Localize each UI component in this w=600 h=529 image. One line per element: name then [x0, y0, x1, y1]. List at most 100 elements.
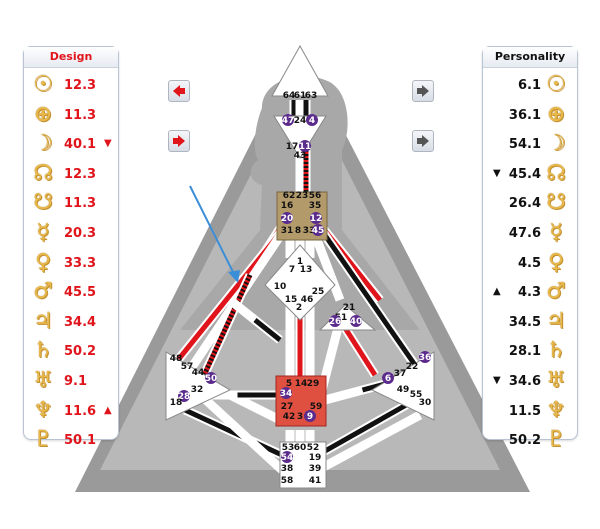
gate-label: 63: [305, 91, 318, 101]
personality-prev-button[interactable]: [412, 80, 434, 102]
design-next-button[interactable]: [168, 130, 190, 152]
personality-row: ♀4.5: [483, 250, 577, 278]
gate-label: 23: [296, 191, 309, 201]
gate-label: 47: [282, 116, 295, 126]
gate-label: 61: [294, 91, 307, 101]
design-row: ♂45.5: [24, 279, 118, 307]
mercury-icon: ☿: [549, 220, 563, 245]
design-panel: Design ☉12.3⊕11.3☽40.1▼☊12.3☋11.3☿20.3♀3…: [23, 46, 119, 452]
design-row: ♃34.4: [24, 309, 118, 337]
gate-label: 8: [295, 226, 301, 236]
activated-gate-dot: [281, 212, 293, 224]
design-value: 50.1: [64, 433, 97, 449]
personality-value: 26.4: [508, 196, 541, 212]
personality-row: ☊45.4▼: [483, 161, 577, 189]
gate-label: 6: [385, 374, 391, 384]
design-row: ☽40.1▼: [24, 131, 118, 159]
personality-value: 36.1: [508, 107, 541, 123]
channel-45-21-base: [309, 230, 345, 302]
design-value: 12.3: [64, 166, 97, 182]
gate-label: 1: [297, 257, 303, 267]
arrow-right-icon: [417, 135, 429, 147]
uranus-icon: ♅: [33, 368, 53, 393]
pluto-icon: ♇: [33, 427, 53, 453]
personality-row: ☽54.1: [483, 131, 577, 159]
g-center: [264, 244, 336, 321]
personality-value: 45.4: [508, 166, 541, 182]
spleen-center: [165, 351, 232, 421]
gate-label: 24: [294, 116, 307, 126]
gate-label: 37: [394, 369, 407, 379]
design-value: 50.2: [64, 344, 97, 360]
south-node-icon: ☋: [33, 190, 53, 216]
gate-label: 64: [283, 91, 296, 101]
saturn-icon: ♄: [33, 338, 53, 364]
personality-row: ☉6.1: [483, 72, 577, 100]
activated-gate-dot: [281, 451, 293, 463]
gate-label: 26: [329, 317, 342, 327]
gate-label: 49: [397, 385, 410, 395]
gate-label: 29: [307, 379, 320, 389]
gate-label: 13: [300, 265, 313, 275]
activated-gate-dot: [280, 387, 292, 399]
activated-gate-dot: [304, 410, 316, 422]
gate-label: 14: [295, 379, 308, 389]
arrow-right-icon: [417, 85, 429, 97]
design-value: 11.3: [64, 107, 97, 123]
neptune-icon: ♆: [546, 397, 566, 423]
gate-label: 7: [289, 265, 295, 275]
saturn-icon: ♄: [546, 338, 566, 364]
gate-label: 20: [281, 214, 294, 224]
personality-value: 34.6: [508, 374, 541, 389]
gate-label: 56: [309, 191, 322, 201]
personality-title: Personality: [483, 47, 577, 68]
jupiter-icon: ♃: [33, 308, 53, 334]
gate-label: 34: [280, 389, 293, 399]
design-value: 11.6: [64, 403, 97, 419]
design-row: ☿20.3: [24, 220, 118, 248]
gate-label: 53: [282, 443, 295, 453]
personality-row: ♃34.5: [483, 309, 577, 337]
design-row: ⊕ 11.3: [24, 102, 118, 130]
design-title: Design: [24, 47, 118, 68]
gate-label: 21: [343, 303, 356, 313]
design-row: ☋11.3: [24, 190, 118, 218]
personality-row: ♇50.2: [483, 427, 577, 455]
north-node-icon: ☊: [33, 160, 53, 186]
design-row: ☉12.3: [24, 72, 118, 100]
gate-label: 32: [191, 385, 204, 395]
north-node-icon: ☊: [546, 160, 566, 186]
personality-value: 50.2: [508, 433, 541, 449]
gate-label: 10: [274, 282, 287, 292]
personality-next-button[interactable]: [412, 130, 434, 152]
activated-gate-dot: [382, 372, 394, 384]
activated-gate-dot: [205, 372, 217, 384]
arrow-right-icon: [173, 135, 185, 147]
design-row: ☊ 12.3: [24, 161, 118, 189]
gate-label: 48: [170, 354, 183, 364]
solar-plexus-center: [370, 351, 435, 421]
gate-label: 27: [281, 402, 294, 412]
head-center: [271, 44, 329, 97]
gate-label: 41: [309, 476, 322, 486]
personality-row: ☿47.6: [483, 220, 577, 248]
activated-gate-dot: [312, 224, 324, 236]
sacral-center: [275, 375, 327, 427]
gate-label: 52: [307, 443, 320, 453]
personality-value: 4.5: [517, 255, 541, 271]
exalted-arrow-icon: ▲: [104, 404, 112, 416]
design-value: 20.3: [64, 226, 97, 241]
gate-label: 5: [286, 379, 292, 389]
personality-value: 54.1: [508, 137, 541, 153]
gate-label: 45: [312, 226, 325, 236]
uranus-icon: ♅: [546, 368, 566, 393]
gate-label: 43: [294, 151, 307, 161]
gate-label: 57: [181, 362, 194, 372]
channel-19-49-personality: [316, 397, 417, 458]
ajna-center: [273, 115, 327, 159]
earth-icon: ⊕: [33, 101, 53, 127]
gate-label: 51: [335, 313, 348, 323]
design-prev-button[interactable]: [168, 80, 190, 102]
gate-label: 33: [303, 226, 316, 236]
gate-label: 38: [281, 464, 294, 474]
